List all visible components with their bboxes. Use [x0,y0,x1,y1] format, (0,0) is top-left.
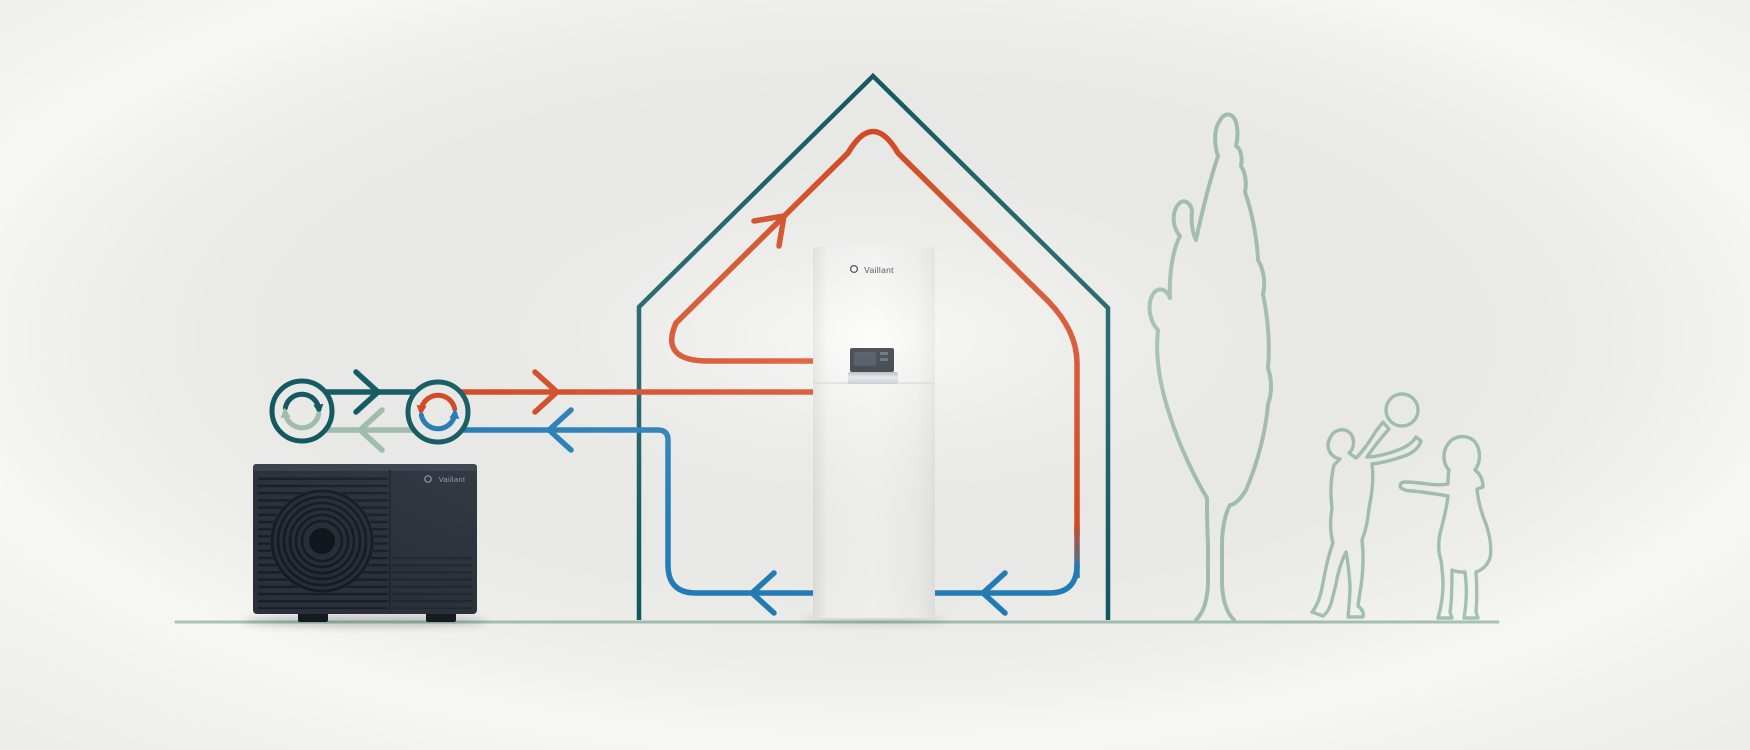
fan-grille-icon [270,489,374,593]
indoor-control-display [848,348,898,384]
indoor-unit-cabinet [813,247,935,618]
circulation-counterclockwise-icon [405,379,471,445]
indoor-brand-label: Vaillant [864,265,894,275]
outdoor-unit: Vaillant [243,464,487,627]
circulation-clockwise-icon [269,378,335,444]
indoor-unit: Vaillant [802,247,946,625]
outdoor-brand-label: Vaillant [439,475,466,484]
outdoor-unit-slats-right [392,556,472,609]
outdoor-unit-top-cap [253,464,477,471]
